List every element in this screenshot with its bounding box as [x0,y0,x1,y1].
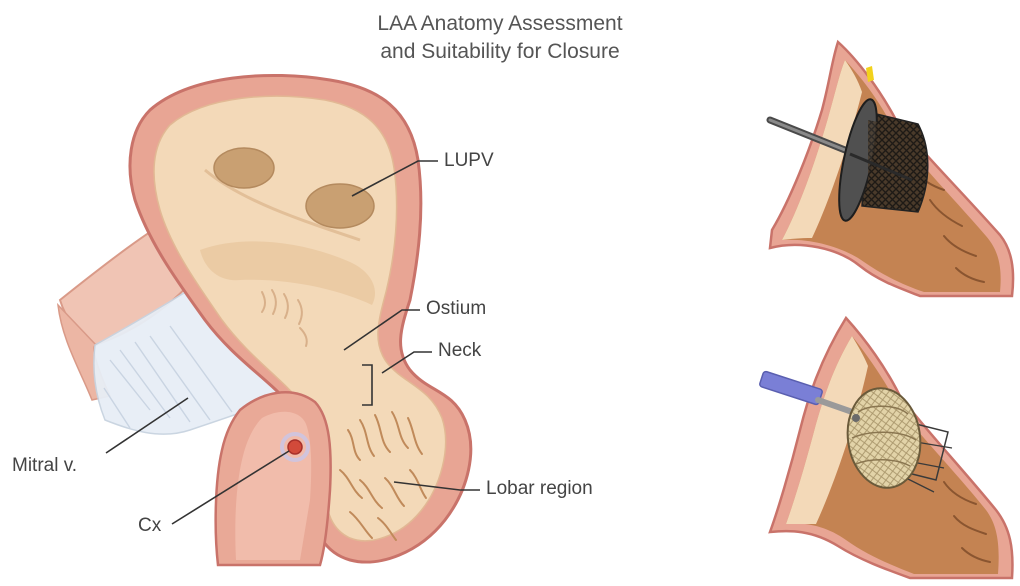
label-lupv: LUPV [444,150,494,172]
label-circumflex: Cx [138,515,161,537]
main-anatomy [58,75,471,565]
label-ostium: Ostium [426,298,486,320]
circumflex-artery [288,440,302,454]
label-neck: Neck [438,340,481,362]
figure-title: LAA Anatomy Assessment and Suitability f… [340,10,660,66]
label-lobar-region: Lobar region [486,478,593,500]
label-mitral-valve: Mitral v. [12,455,77,477]
bottom-catheter [759,371,823,405]
figure-title-line-1: LAA Anatomy Assessment [340,10,660,38]
pulmonary-vein-opening-left [214,148,274,188]
top-device-panel [770,42,1013,296]
figure-title-line-2: and Suitability for Closure [340,38,660,66]
bottom-device-panel [759,318,1012,578]
